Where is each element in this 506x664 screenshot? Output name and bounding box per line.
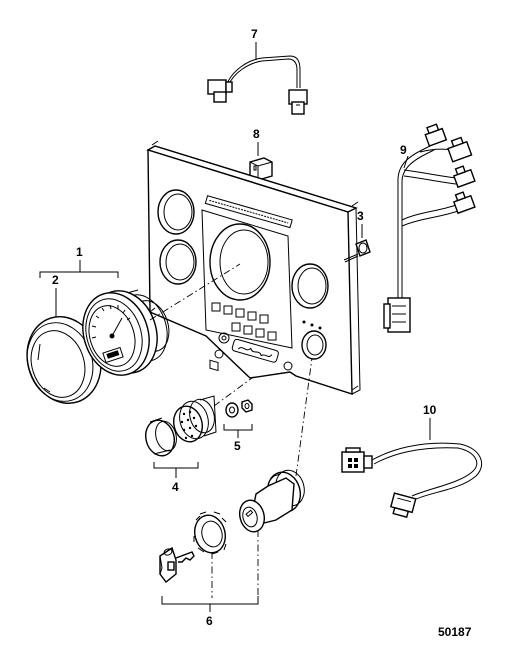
callout-3: 3 — [357, 209, 364, 223]
callout-5: 5 — [234, 439, 241, 453]
callout-8: 8 — [253, 127, 260, 141]
callout-2: 2 — [52, 273, 59, 287]
callout-6: 6 — [206, 614, 213, 628]
nut-washer-5 — [225, 399, 253, 418]
leader-gauge-to-panel — [149, 263, 241, 321]
dash-panel — [146, 140, 361, 395]
callout-1: 1 — [76, 245, 83, 259]
callout-10: 10 — [423, 403, 437, 417]
indicator-lights-upper — [209, 359, 219, 372]
wire-harness-7 — [207, 55, 308, 115]
tachometer-gauge-1 — [82, 289, 170, 376]
figure-number: 50187 — [438, 625, 472, 639]
leader-switch-to-panel — [213, 377, 253, 407]
leader-ignition-to-panel — [295, 357, 313, 477]
ignition-switch-6 — [159, 469, 305, 583]
callout-7: 7 — [251, 27, 258, 41]
wire-harness-10 — [341, 442, 482, 519]
switch-4 — [144, 395, 217, 457]
callout-9: 9 — [400, 143, 407, 157]
wire-harness-9 — [383, 123, 476, 333]
panel-screw-3 — [343, 239, 371, 263]
callout-4: 4 — [172, 480, 179, 494]
gauge-ticks — [91, 304, 131, 339]
